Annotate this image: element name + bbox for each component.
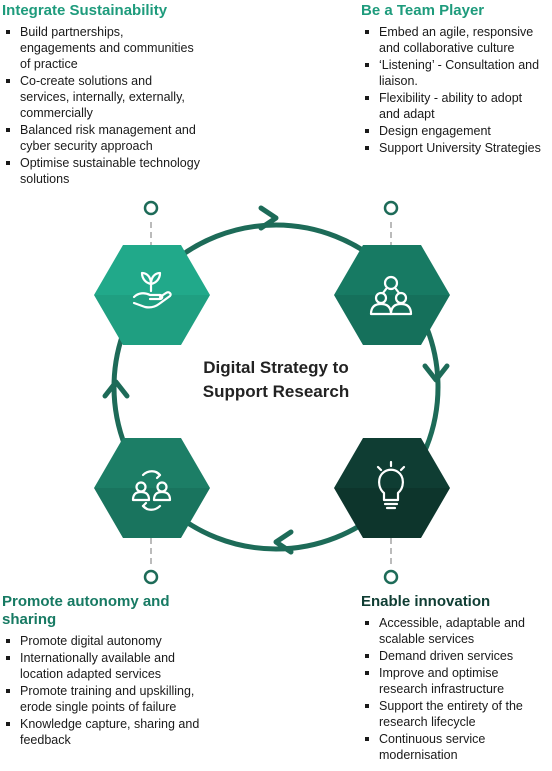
team-people-icon (369, 275, 413, 316)
connector-team (383, 200, 399, 248)
section-title: Be a Team Player (361, 2, 485, 19)
list-item: Improve and optimise research infrastruc… (361, 665, 546, 697)
connector-sustainability (143, 200, 159, 248)
diagram-center-title: Digital Strategy to Support Research (176, 356, 376, 404)
list-item: Optimise sustainable technology solution… (2, 155, 202, 187)
list-item: Balanced risk management and cyber secur… (2, 122, 202, 154)
center-title-line-2: Support Research (202, 382, 350, 401)
section-title: Enable innovation (361, 593, 491, 610)
list-item: ‘Listening’ - Consultation and liaison. (361, 57, 546, 89)
section-autonomy: Promote autonomy and sharing Promote dig… (2, 593, 202, 749)
section-title: Promote autonomy and sharing (2, 593, 170, 628)
section-innovation: Enable innovation Accessible, adaptable … (361, 593, 546, 764)
list-item: Knowledge capture, sharing and feedback (2, 716, 202, 748)
list-item: Co-create solutions and services, intern… (2, 73, 202, 121)
arrow-bottom-icon (273, 529, 294, 555)
bullet-list: Accessible, adaptable and scalable servi… (361, 615, 546, 763)
list-item: Build partnerships, engagements and comm… (2, 24, 202, 72)
list-item: Internationally available and location a… (2, 650, 202, 682)
arrow-right-icon (422, 363, 450, 383)
arrow-top-icon (258, 205, 279, 231)
list-item: Demand driven services (361, 648, 546, 664)
bullet-list: Promote digital autonomy Internationally… (2, 633, 202, 748)
section-title: Integrate Sustainability (2, 2, 168, 19)
lightbulb-icon (376, 460, 406, 510)
connector-autonomy (143, 538, 159, 585)
list-item: Embed an agile, responsive and collabora… (361, 24, 546, 56)
list-item: Promote training and upskilling, erode s… (2, 683, 202, 715)
arrow-left-icon (102, 379, 130, 399)
section-team: Be a Team Player Embed an agile, respons… (361, 2, 546, 157)
center-title-line-1: Digital Strategy to (203, 358, 349, 377)
bullet-list: Embed an agile, responsive and collabora… (361, 24, 546, 156)
list-item: Accessible, adaptable and scalable servi… (361, 615, 546, 647)
connector-innovation (383, 538, 399, 585)
people-exchange-icon (131, 470, 172, 511)
section-sustainability: Integrate Sustainability Build partnersh… (2, 2, 202, 188)
list-item: Support the entirety of the research lif… (361, 698, 546, 730)
hex-autonomy (94, 438, 210, 538)
list-item: Support University Strategies (361, 140, 546, 156)
list-item: Promote digital autonomy (2, 633, 202, 649)
list-item: Flexibility - ability to adopt and adapt (361, 90, 546, 122)
list-item: Design engagement (361, 123, 546, 139)
bullet-list: Build partnerships, engagements and comm… (2, 24, 202, 187)
hand-holding-plant-icon (132, 271, 172, 309)
list-item: Continuous service modernisation (361, 731, 546, 763)
hex-team (334, 245, 450, 345)
hex-innovation (334, 438, 450, 538)
